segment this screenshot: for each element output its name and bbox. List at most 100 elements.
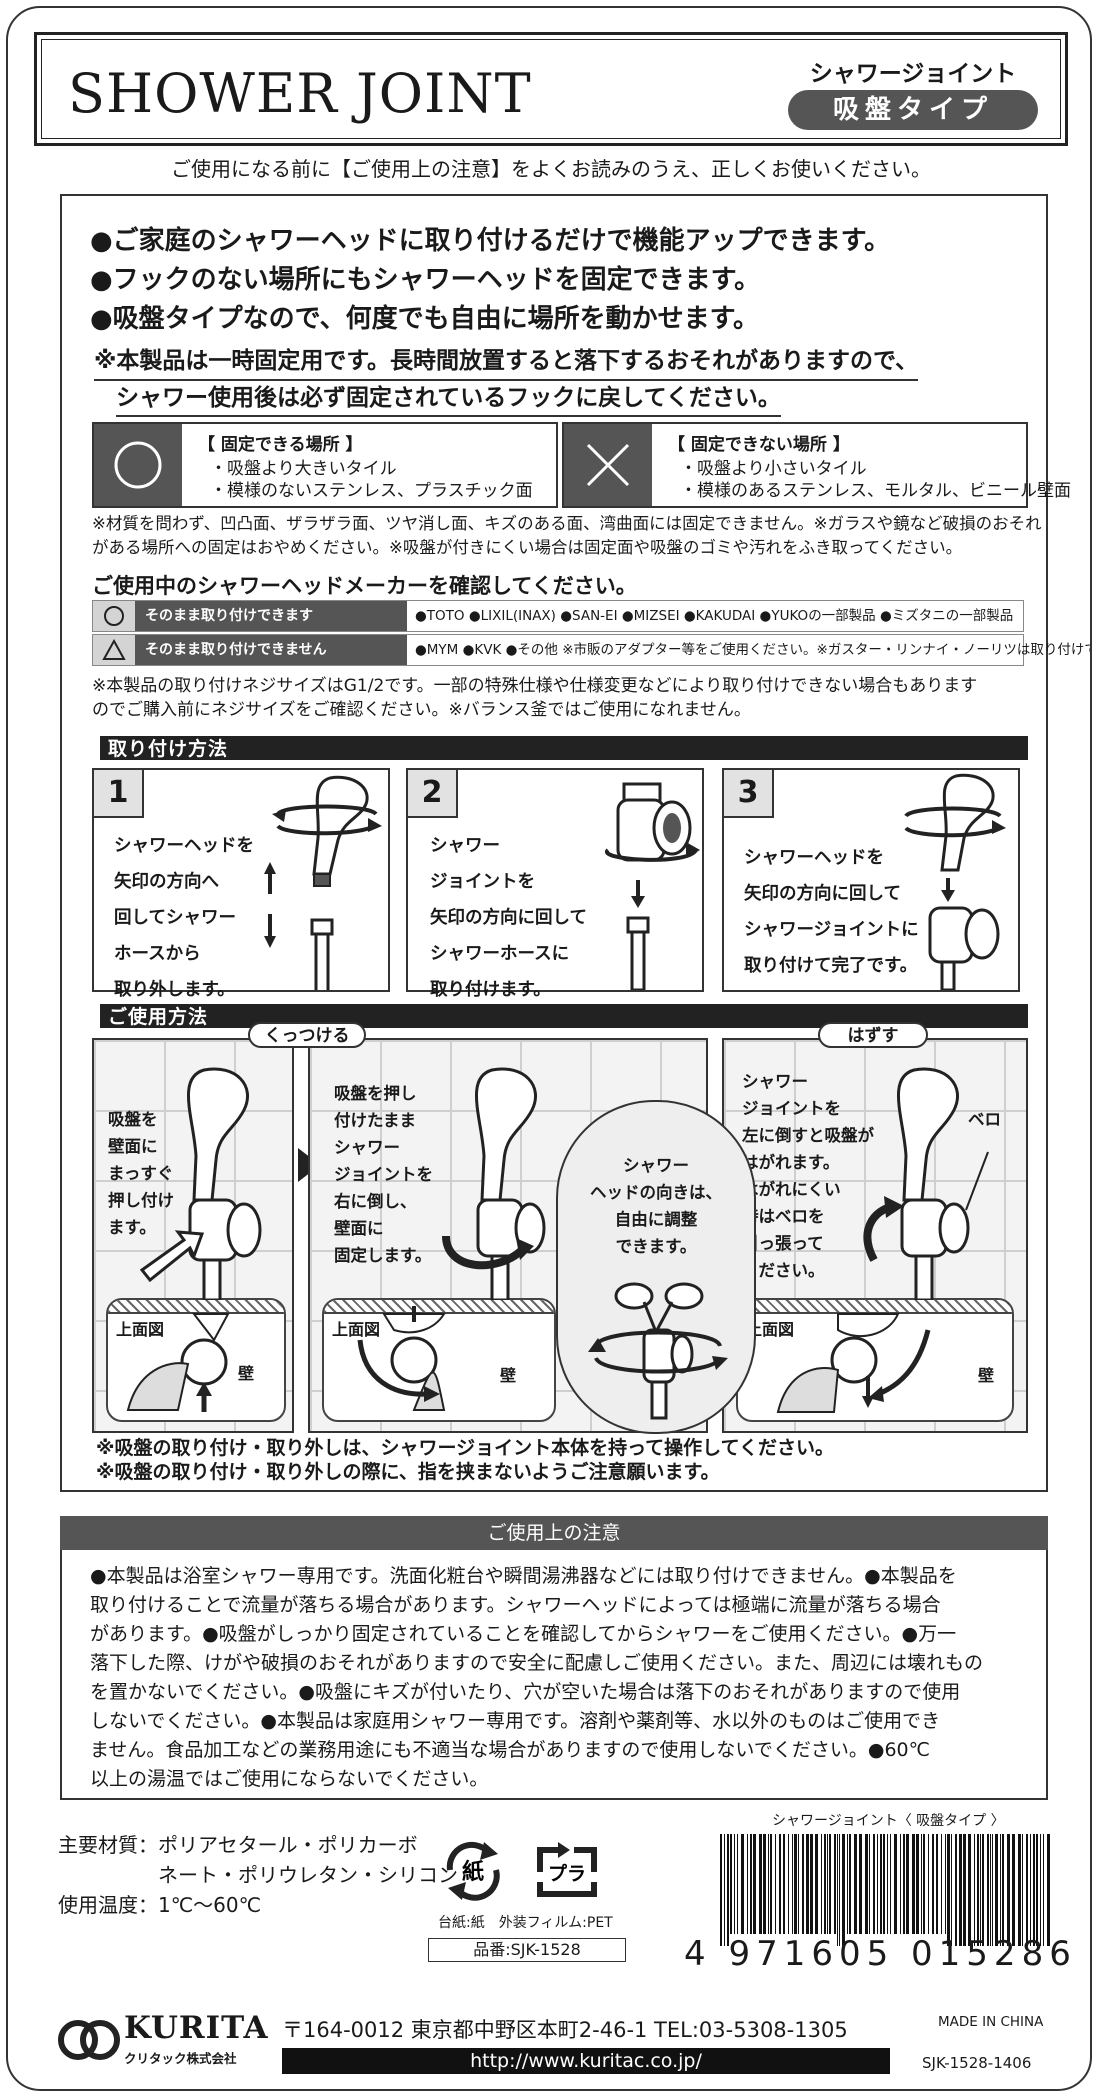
head-direction-oval: シャワーヘッドの向きは、自由に調整できます。 — [556, 1100, 756, 1434]
barcode-bar — [941, 1834, 942, 1934]
usage-heading: ご使用方法 — [108, 1006, 209, 1028]
fixable-item: ・模様のないステンレス、プラスチック面 — [210, 481, 533, 501]
cross-ng-icon — [564, 424, 652, 506]
step-number: 3 — [724, 770, 774, 818]
unfixable-places-box: 【 固定できない場所 】 ・吸盤より小さいタイル ・模様のあるステンレス、モルタ… — [562, 422, 1071, 508]
barcode-bar — [792, 1834, 793, 1934]
spec-text: 主要材質：ポリアセタール・ポリカーボ ネート・ポリウレタン・シリコン 使用温度：… — [58, 1830, 458, 1920]
kurita-logo-icon — [58, 2020, 120, 2060]
caution-text: ●本製品は浴室シャワー専用です。洗面化粧台や瞬間湯沸器などには取り付けできません… — [90, 1565, 984, 1790]
maker-row-compatible: そのまま取り付けできます ●TOTO ●LIXIL(INAX) ●SAN-EI … — [92, 600, 1024, 632]
feature-item: ●吸盤タイプなので、何度でも自由に場所を動かせます。 — [90, 304, 760, 334]
barcode-bar — [849, 1834, 851, 1934]
maker-row-label: そのまま取り付けできます — [135, 601, 407, 631]
barcode-bar — [1018, 1834, 1021, 1946]
barcode-bar — [947, 1834, 950, 1946]
shower-head-attach-illustration — [904, 773, 1006, 990]
barcode-bar — [906, 1834, 909, 1934]
maker-row-incompatible: そのまま取り付けできません ●MYM ●KVK ●その他 ※市販のアダプター等を… — [92, 634, 1090, 666]
top-view-diagram: 上面図 壁 — [106, 1298, 286, 1422]
barcode-bar — [768, 1834, 769, 1934]
shower-head-detach-illustration — [264, 775, 382, 990]
step-number: 2 — [408, 770, 458, 818]
material-note: ※材質を問わず、凹凸面、ザラザラ面、ツヤ消し面、キズのある面、湾曲面には固定でき… — [92, 512, 1042, 560]
barcode-bar — [932, 1834, 934, 1934]
barcode-bar — [873, 1834, 875, 1934]
barcode-label: シャワージョイント〈 吸盤タイプ 〉 — [772, 1813, 1005, 1829]
install-step-1: 1 シャワーヘッドを矢印の方向へ回してシャワーホースから取り外します。 — [92, 768, 390, 1000]
circle-symbol-icon — [93, 601, 135, 631]
unfixable-item: ・吸盤より小さいタイル — [680, 459, 867, 479]
top-view-label: 上面図 — [116, 1320, 165, 1339]
barcode-bar — [1036, 1834, 1038, 1946]
joint-remove-illustration — [863, 1067, 989, 1300]
usage-text: シャワージョイントを左に倒すと吸盤がはがれます。はがれにくい時はベロを引っ張って… — [742, 1072, 874, 1280]
barcode-bar — [959, 1834, 962, 1946]
barcode-bar — [923, 1834, 925, 1934]
plastic-recycle-icon: プラ — [537, 1842, 597, 1897]
plastic-mark-text: プラ — [548, 1862, 586, 1885]
wall-label: 壁 — [238, 1364, 255, 1383]
maker-row-text: ●TOTO ●LIXIL(INAX) ●SAN-EI ●MIZSEI ●KAKU… — [415, 608, 1014, 624]
barcode — [720, 1834, 1050, 1946]
barcode-bar — [737, 1834, 738, 1934]
product-code: SJK-1528-1406 — [922, 2054, 1032, 2072]
barcode-bar — [928, 1834, 929, 1934]
warning-text: ※本製品は一時固定用です。長時間放置すると落下するおそれがありますので、 シャワ… — [94, 344, 919, 417]
wall-label: 壁 — [978, 1366, 995, 1385]
pre-use-note: ご使用になる前に【ご使用上の注意】をよくお読みのうえ、正しくお使いください。 — [171, 157, 931, 181]
barcode-bar — [945, 1834, 946, 1934]
title-box: SHOWER JOINT シャワージョイント 吸盤タイプ — [34, 32, 1068, 146]
product-title-jp: シャワージョイント — [809, 61, 1017, 87]
usage-text: 吸盤を押し付けたままシャワージョイントを右に倒し、壁面に固定します。 — [334, 1084, 433, 1265]
note-line: ※材質を問わず、凹凸面、ザラザラ面、ツヤ消し面、キズのある面、湾曲面には固定でき… — [92, 514, 1042, 533]
product-title: SHOWER JOINT — [68, 62, 532, 125]
type-badge: 吸盤タイプ — [788, 90, 1038, 130]
package-card: SHOWER JOINT シャワージョイント 吸盤タイプ ご使用になる前に【ご使… — [6, 6, 1092, 2091]
barcode-bar — [1043, 1834, 1044, 1946]
barcode-bar — [747, 1834, 748, 1934]
joint-attach-illustration — [605, 782, 700, 990]
unfixable-item: ・模様のあるステンレス、モルタル、ビニール壁面 — [680, 481, 1071, 501]
fixable-item: ・吸盤より大きいタイル — [210, 459, 397, 479]
barcode-bar — [847, 1834, 848, 1934]
barcode-bar — [982, 1834, 984, 1946]
barcode-bar — [753, 1834, 756, 1934]
barcode-bar — [802, 1834, 804, 1934]
barcode-bar — [724, 1834, 725, 1946]
barcode-bar — [750, 1834, 752, 1934]
usage-note-line: ※吸盤の取り付け・取り外しは、シャワージョイント本体を持って操作してください。 — [96, 1437, 835, 1459]
barcode-bar — [1047, 1834, 1050, 1946]
top-view-diagram: 上面図 壁 — [322, 1298, 556, 1422]
barcode-bar — [775, 1834, 776, 1934]
paper-mark-text: 紙 — [462, 1859, 484, 1885]
barcode-bar — [974, 1834, 975, 1946]
brand-name: KURITA — [124, 2010, 269, 2046]
barcode-bar — [951, 1834, 952, 1946]
barcode-bar — [810, 1834, 813, 1934]
barcode-bar — [734, 1834, 735, 1934]
warning-line: ※本製品は一時固定用です。長時間放置すると落下するおそれがありますので、 — [94, 344, 919, 381]
barcode-bar — [798, 1834, 799, 1934]
maker-heading: ご使用中のシャワーヘッドメーカーを確認してください。 — [92, 574, 637, 598]
barcode-bar — [955, 1834, 957, 1946]
barcode-bar — [815, 1834, 818, 1934]
barcode-bar — [968, 1834, 971, 1946]
barcode-bar — [770, 1834, 772, 1934]
usage-panel-press: 吸盤を壁面にまっすぐ押し付けます。 上面図 壁 — [92, 1038, 294, 1433]
company-url[interactable]: http://www.kuritac.co.jp/ — [282, 2048, 890, 2074]
install-heading-bar: 取り付け方法 — [100, 736, 1028, 760]
barcode-bar — [727, 1834, 729, 1946]
barcode-bar — [900, 1834, 901, 1934]
feature-list: ●ご家庭のシャワーヘッドに取り付けるだけで機能アップできます。 ●フックのない場… — [90, 222, 890, 339]
step-text: シャワーヘッドを矢印の方向へ回してシャワーホースから取り外します。 — [114, 836, 254, 1000]
barcode-bar — [842, 1834, 845, 1946]
step-text: シャワージョイントを矢印の方向に回してシャワーホースに取り付けます。 — [430, 836, 587, 1000]
barcode-bar — [788, 1834, 789, 1934]
barcode-bar — [894, 1834, 897, 1934]
barcode-bar — [916, 1834, 919, 1934]
barcode-bar — [963, 1834, 966, 1946]
step-number: 1 — [94, 770, 144, 818]
barcode-bar — [883, 1834, 885, 1934]
barcode-bar — [821, 1834, 822, 1934]
